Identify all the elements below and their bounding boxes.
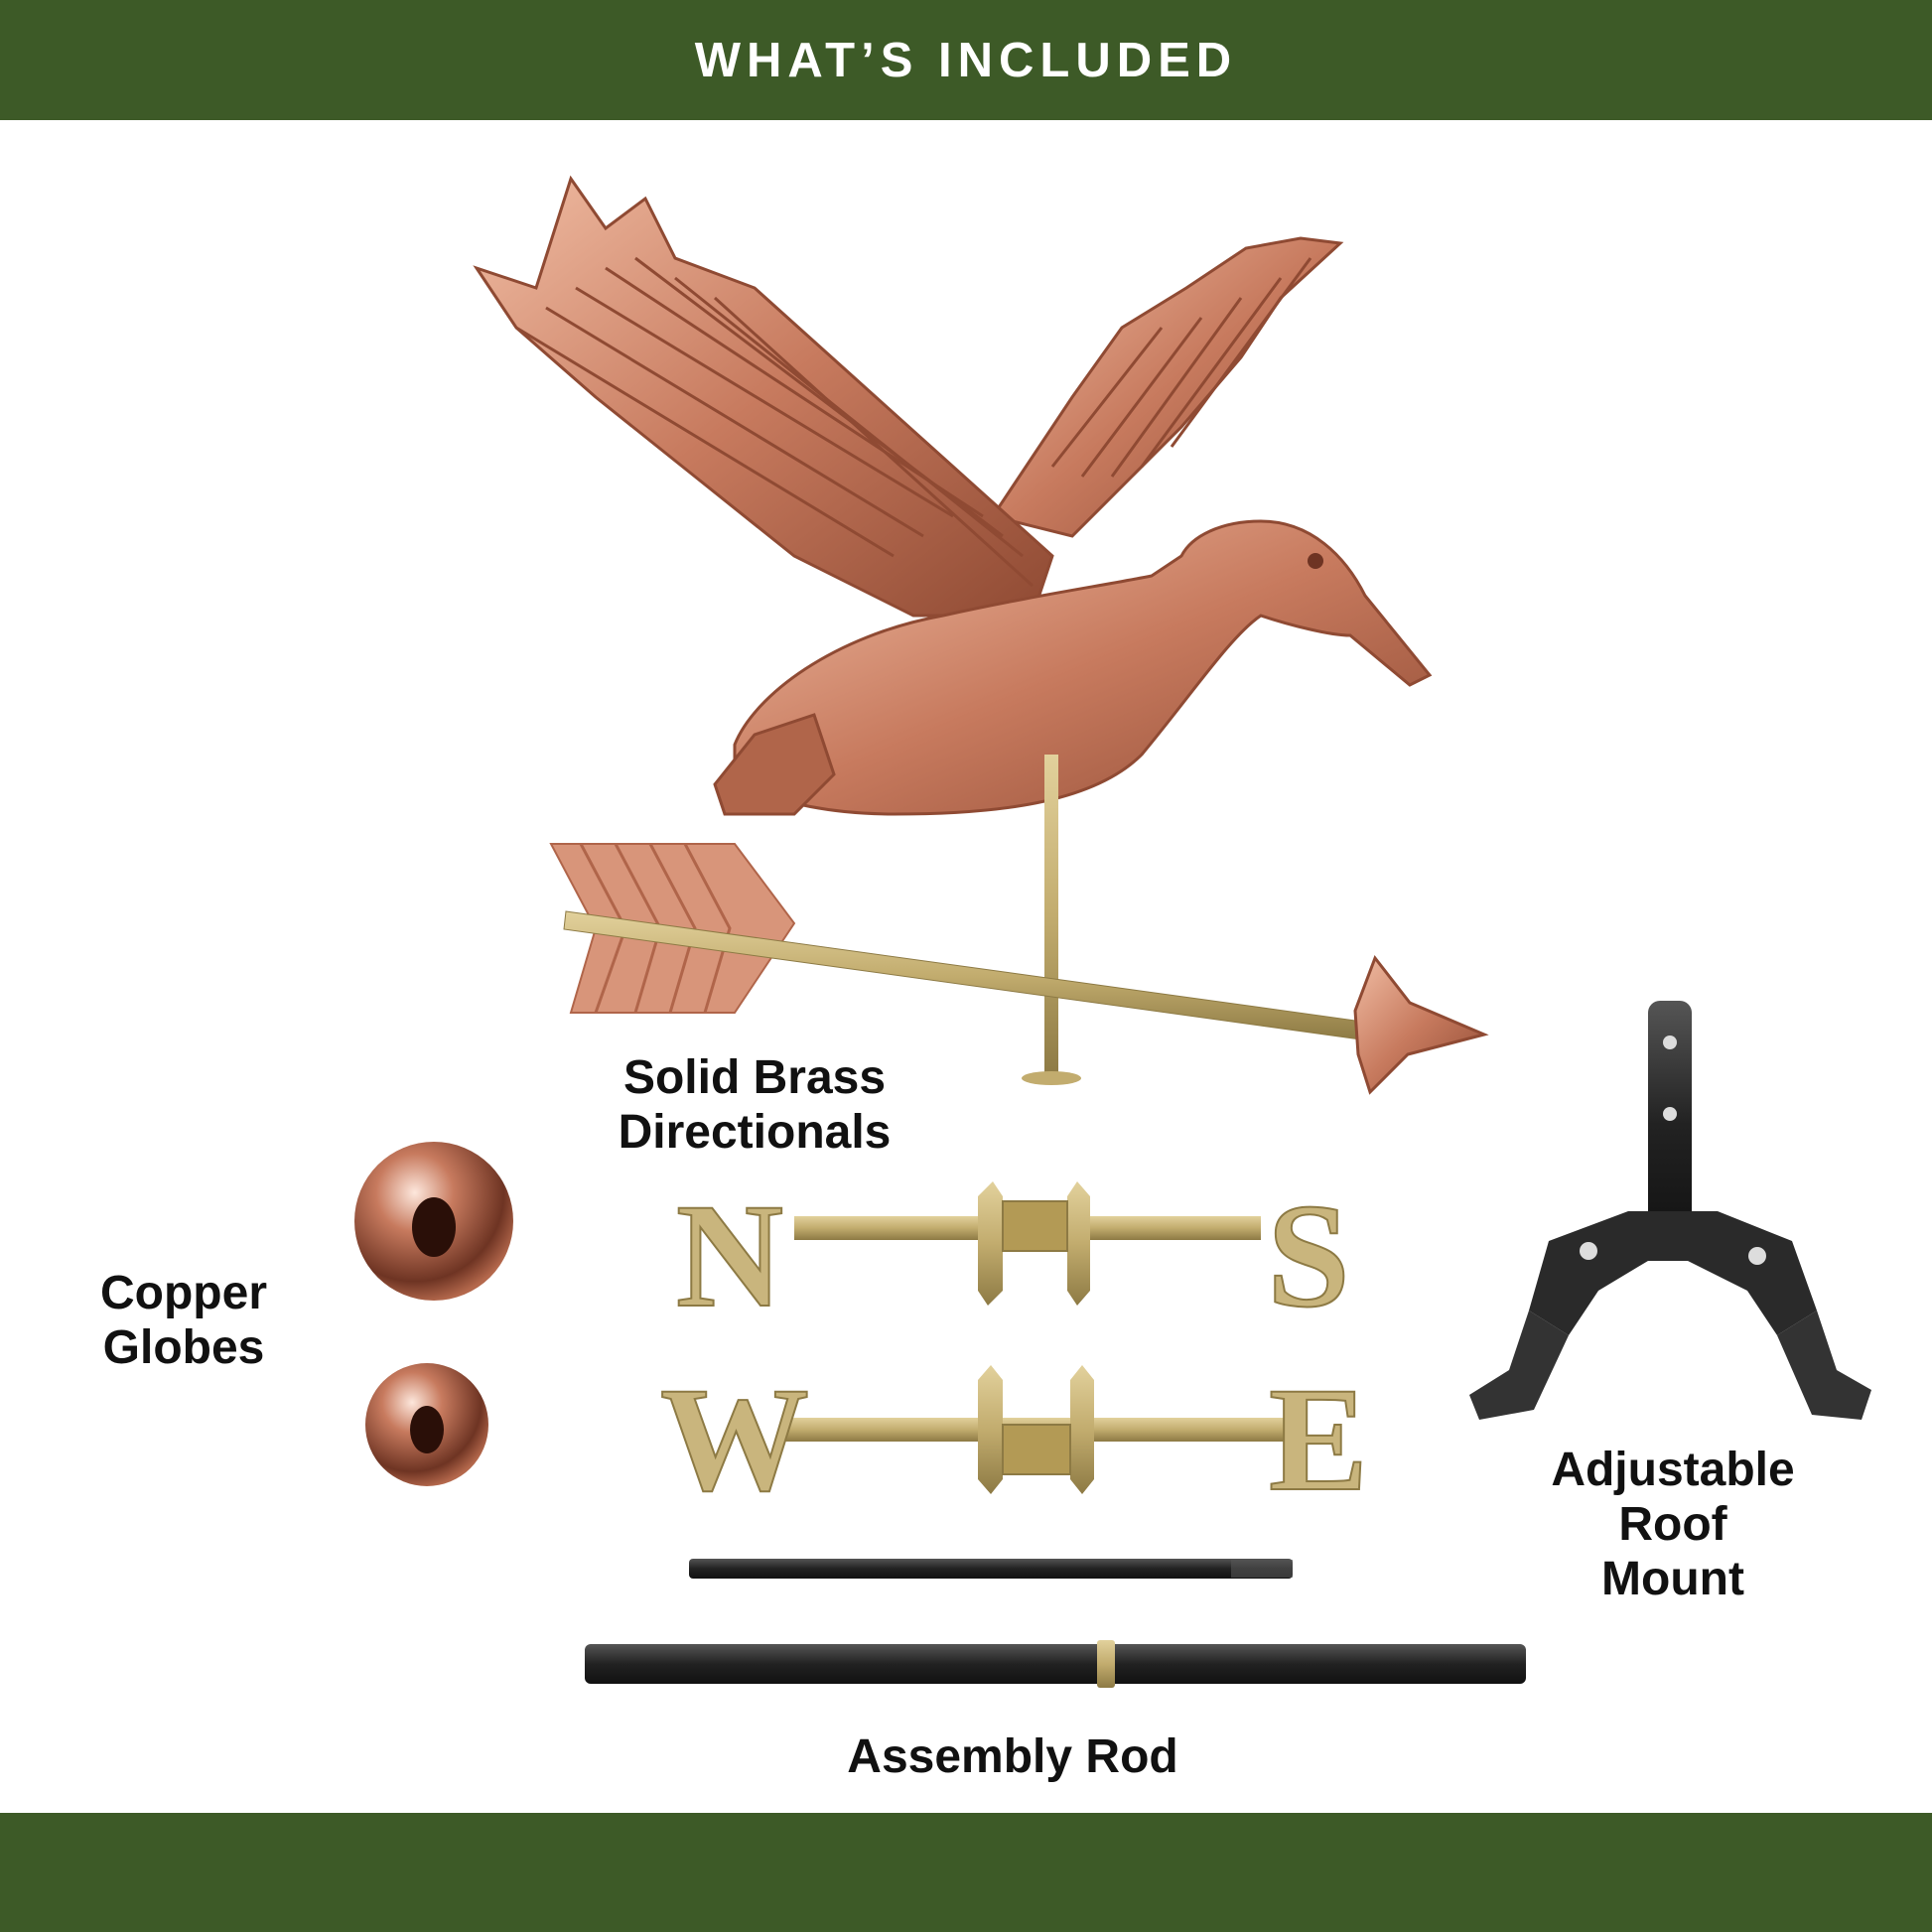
label-copper-globes: Copper Globes bbox=[100, 1267, 267, 1374]
copper-globes bbox=[354, 1142, 513, 1486]
north-south-directional: N S bbox=[675, 1173, 1351, 1339]
arrow-pointer bbox=[549, 843, 1489, 1095]
footer-band bbox=[0, 1813, 1932, 1932]
east-letter: E bbox=[1269, 1357, 1368, 1522]
west-letter: W bbox=[660, 1357, 809, 1522]
header-band: WHAT’S INCLUDED bbox=[0, 0, 1932, 120]
roof-mount bbox=[1469, 1001, 1871, 1420]
page-title: WHAT’S INCLUDED bbox=[694, 33, 1238, 87]
assembly-rods bbox=[585, 1559, 1526, 1688]
duck-figure bbox=[473, 175, 1433, 816]
label-assembly-rod: Assembly Rod bbox=[847, 1730, 1178, 1783]
vane-pole bbox=[1044, 755, 1058, 1077]
pole-base bbox=[1022, 1071, 1081, 1085]
north-letter: N bbox=[676, 1173, 783, 1338]
label-directionals: Solid Brass Directionals bbox=[618, 1051, 892, 1159]
west-east-directional: W E bbox=[659, 1356, 1369, 1523]
south-letter: S bbox=[1267, 1173, 1349, 1338]
label-roof-mount: Adjustable Roof Mount bbox=[1551, 1444, 1795, 1605]
